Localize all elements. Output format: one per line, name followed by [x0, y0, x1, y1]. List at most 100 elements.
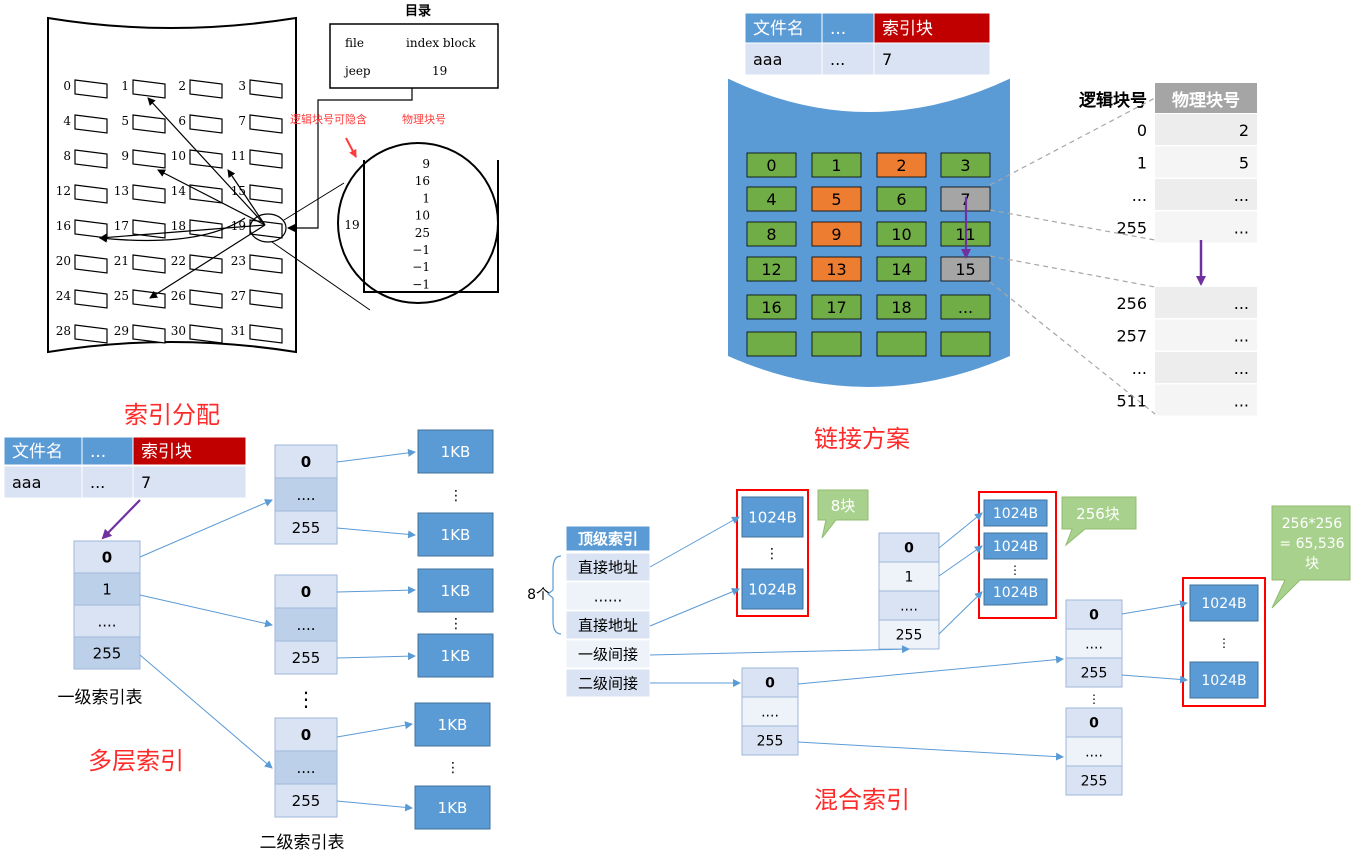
disk-block [876, 331, 927, 357]
disk-block [876, 294, 927, 320]
ml-data-block-box [414, 785, 491, 830]
ml-block-arrow [336, 652, 416, 661]
disk-block-number: 11 [231, 149, 246, 163]
disk-block-number: 20 [56, 254, 71, 268]
map-row-box [1155, 352, 1257, 383]
cb-double-top-cell-box [741, 696, 799, 727]
cb-double-mid-arrow-2 [797, 741, 1064, 761]
disk-block-number: 3 [960, 156, 970, 175]
disk-block-number: 26 [171, 289, 186, 303]
disk-block-number: 18 [171, 219, 186, 233]
disk-block-number: 9 [121, 149, 129, 163]
disk-block-number: 9 [831, 225, 841, 244]
cb-single-block-arrow-2 [938, 545, 983, 577]
cb-entry-text: 二级间接 [578, 674, 638, 692]
disk-block-number: 13 [826, 260, 846, 279]
ml-l1-cell-box [73, 604, 141, 638]
cb-callout-total-line: 块 [1305, 556, 1319, 572]
disk-block [876, 186, 927, 212]
disk-block [249, 324, 283, 344]
cb-single-block-text: 1024B [993, 585, 1038, 601]
cb-callout-total-line: = 65,536 [1279, 536, 1344, 552]
cb-direct-block-box [741, 496, 804, 538]
disk-block [811, 186, 862, 212]
file-table-cell-text: ... [830, 50, 845, 69]
directory-col-index: index block [406, 36, 476, 50]
disk-block-number: 5 [121, 114, 129, 128]
map-header-logical: 逻辑块号 [1079, 90, 1147, 111]
ml-l2-cell-box [274, 510, 338, 545]
circle-block-label: 19 [344, 218, 359, 232]
cb-direct-block-text: 1024B [748, 580, 796, 598]
cb-single-cell-box [878, 532, 940, 563]
cb-double-mid2-cell-box [1065, 707, 1123, 738]
cb-single-block-box [983, 578, 1048, 606]
disk-block [189, 289, 223, 309]
ml-l1-cell-text: 255 [93, 644, 122, 662]
cb-dots: ⋮ [1088, 692, 1100, 706]
cb-double-frame [1182, 577, 1266, 707]
cb-double-block-text: 1024B [1201, 673, 1246, 689]
ml-block-arrow [336, 800, 413, 812]
map-physical-value: 5 [1239, 154, 1249, 173]
disk-block-number: 17 [826, 298, 846, 317]
cb-double-top-cell-box [741, 725, 799, 756]
ml-arrow-0 [139, 499, 273, 558]
cb-direct-arrow-2 [649, 587, 740, 627]
disk-outline [47, 16, 297, 354]
index-entry: −1 [412, 277, 430, 291]
cb-double-mid1-cell-box [1065, 657, 1123, 688]
disk-block-number: 10 [891, 225, 911, 244]
ml-file-table-header-box [3, 436, 83, 466]
disk-block-number: 12 [56, 184, 71, 198]
disk-block [74, 149, 108, 169]
disk-block-number: 18 [891, 298, 911, 317]
cb-direct-block-text: 1024B [748, 508, 796, 526]
cb-callout-8: 8块 [831, 497, 856, 515]
directory-box [329, 23, 499, 89]
title-index-allocation: 索引分配 [124, 401, 220, 429]
cylinder-body [728, 78, 1010, 387]
map-logical-value: 256 [1116, 294, 1147, 313]
disk-block-number: 13 [114, 184, 129, 198]
disk-block-number: ... [958, 298, 973, 317]
disk-block-number: 16 [761, 298, 781, 317]
disk-block [876, 221, 927, 247]
disk-block [746, 152, 797, 178]
disk-block [189, 324, 223, 344]
cb-entry-text: ...... [594, 587, 623, 605]
cb-direct-arrow-1 [649, 516, 740, 568]
disk-block-number: 2 [178, 79, 186, 93]
ml-l2-cell-box [274, 607, 338, 642]
ml-l2-cell-box [274, 444, 338, 479]
ml-l2-cell-box [274, 574, 338, 609]
directory-row-file: jeep [343, 64, 371, 78]
title-multilevel: 多层索引 [88, 747, 184, 775]
cb-dots: ⋮ [1009, 563, 1021, 577]
disk-block [746, 256, 797, 282]
map-physical-value: ... [1234, 219, 1249, 238]
ml-data-block-box [417, 633, 494, 678]
ml-data-block-text: 1KB [441, 443, 471, 461]
disk-block-number: 22 [171, 254, 186, 268]
disk-block-number: 15 [955, 260, 975, 279]
cb-double-mid2-cell-box [1065, 736, 1123, 767]
disk-block-number: 5 [831, 190, 841, 209]
disk-block [132, 149, 166, 169]
disk-block-number: 21 [114, 254, 129, 268]
ml-arrow-255 [139, 654, 273, 769]
file-table-header-text: ... [830, 19, 846, 39]
disk-block [940, 331, 991, 357]
disk-block-number: 2 [896, 156, 906, 175]
file-table-cell-text: 7 [882, 50, 892, 69]
map-physical-value: ... [1234, 392, 1249, 411]
disk-block [132, 114, 166, 134]
disk-block-number: 19 [231, 219, 246, 233]
cb-top-header-text: 顶级索引 [578, 530, 638, 548]
ml-l2-cell-box [274, 640, 338, 675]
index-entry: −1 [412, 243, 430, 257]
cb-double-mid2-cell-text: 0 [1089, 716, 1099, 732]
file-table-header-text: 索引块 [882, 19, 933, 39]
ml-l2-cell-text: 255 [292, 792, 321, 810]
